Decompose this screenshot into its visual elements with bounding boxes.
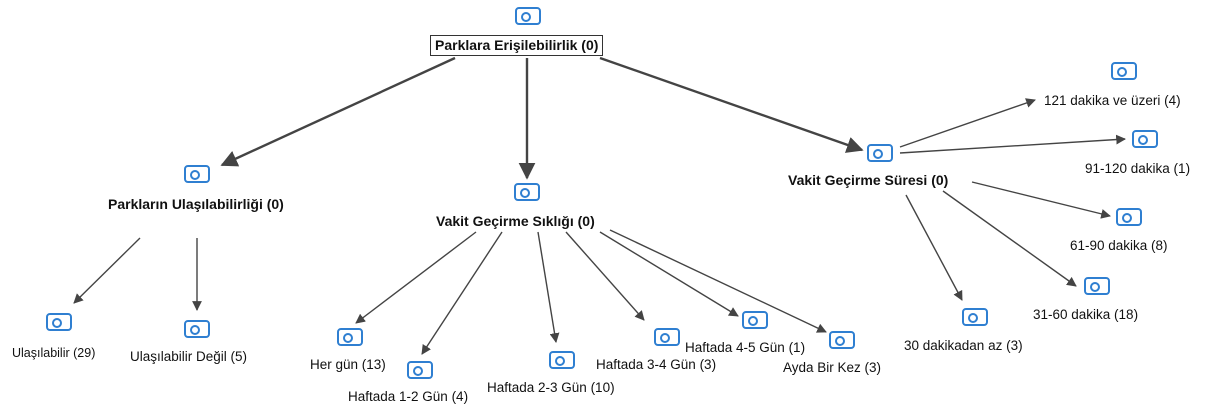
- node-label: 61-90 dakika (8): [1070, 238, 1168, 253]
- code-node-icon: [654, 328, 680, 346]
- node-label: Ayda Bir Kez (3): [783, 360, 882, 375]
- edge-siklik-to-4-5: [599, 231, 739, 317]
- code-node-icon: [514, 183, 540, 201]
- node-label: Haftada 3-4 Gün (3): [596, 357, 717, 372]
- node-label: Vakit Geçirme Süresi (0): [788, 172, 949, 188]
- edge-siklik-to-3-4: [565, 231, 645, 321]
- code-node-icon: [1084, 277, 1110, 295]
- edge-sure-to-31-60: [942, 190, 1077, 287]
- edge-siklik-to-ayda: [609, 229, 827, 333]
- code-node-icon: [962, 308, 988, 326]
- code-node-icon: [1132, 130, 1158, 148]
- code-node-icon: [829, 331, 855, 349]
- code-node-icon: [184, 320, 210, 338]
- code-node-icon: [46, 313, 72, 331]
- code-node-icon: [742, 311, 768, 329]
- edge-siklik-to-2-3: [537, 231, 560, 343]
- code-node-icon: [1111, 62, 1137, 80]
- edge-sure-to-121: [899, 98, 1036, 148]
- edge-siklik-to-1-2: [421, 231, 503, 355]
- code-node-icon: [184, 165, 210, 183]
- node-label: 91-120 dakika (1): [1085, 161, 1191, 176]
- node-label: Ulaşılabilir Değil (5): [130, 349, 248, 364]
- edge-ulasilabilirlik-to-ulasilabilir: [73, 237, 141, 304]
- code-node-icon: [407, 361, 433, 379]
- code-node-icon: [549, 351, 575, 369]
- code-node-icon: [1116, 208, 1142, 226]
- code-node-icon: [867, 144, 893, 162]
- edge-sure-to-61-90: [971, 181, 1111, 219]
- node-label-root: Parklara Erişilebilirlik (0): [430, 35, 604, 56]
- node-label: Haftada 2-3 Gün (10): [487, 380, 615, 395]
- edge-root-to-sure: [599, 56, 864, 153]
- node-label: Parkların Ulaşılabilirliği (0): [108, 196, 284, 212]
- node-label: 121 dakika ve üzeri (4): [1044, 93, 1181, 108]
- node-label: Haftada 4-5 Gün (1): [685, 340, 806, 355]
- code-node-icon: [337, 328, 363, 346]
- node-label: 30 dakikadan az (3): [904, 338, 1023, 353]
- node-label: Ulaşılabilir (29): [12, 346, 96, 360]
- edge-siklik-to-her-gun: [355, 231, 477, 324]
- edge-root-to-ulasilabilirlik: [220, 56, 456, 167]
- edge-sure-to-30: [905, 194, 963, 301]
- edge-sure-to-91-120: [899, 134, 1126, 154]
- node-label: Her gün (13): [310, 357, 386, 372]
- code-node-icon: [515, 7, 541, 25]
- node-label: Haftada 1-2 Gün (4): [348, 389, 469, 404]
- node-label: 31-60 dakika (18): [1033, 307, 1139, 322]
- node-label: Vakit Geçirme Sıklığı (0): [436, 213, 595, 229]
